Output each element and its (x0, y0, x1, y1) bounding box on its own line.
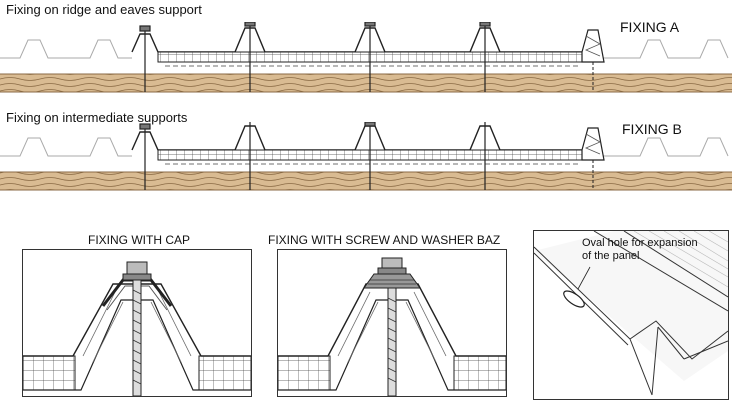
detail-cap-svg (23, 261, 251, 396)
detail-cap-title: FIXING WITH CAP (88, 233, 190, 247)
perspective-svg (534, 231, 728, 399)
oval-hole (563, 290, 585, 308)
perspective-box (533, 230, 729, 400)
wood-beam (0, 74, 732, 92)
section-a-drawing (0, 22, 732, 102)
detail-baz-svg (278, 257, 506, 396)
annotation-line-2: of the panel (582, 250, 640, 262)
section-a-title: Fixing on ridge and eaves support (6, 2, 202, 17)
annotation-leader (577, 266, 591, 290)
detail-baz-title: FIXING WITH SCREW AND WASHER BAZ (268, 233, 501, 247)
section-b-drawing (0, 122, 732, 202)
section-b-label: FIXING B (622, 121, 682, 137)
detail-baz-box (277, 249, 507, 397)
section-a-label: FIXING A (620, 19, 680, 35)
section-a-svg (0, 22, 732, 93)
detail-cap-box (22, 249, 252, 397)
annotation-line-1: Oval hole for expansion (582, 237, 698, 249)
section-b-title: Fixing on intermediate supports (6, 110, 188, 125)
section-b-svg (0, 122, 732, 191)
